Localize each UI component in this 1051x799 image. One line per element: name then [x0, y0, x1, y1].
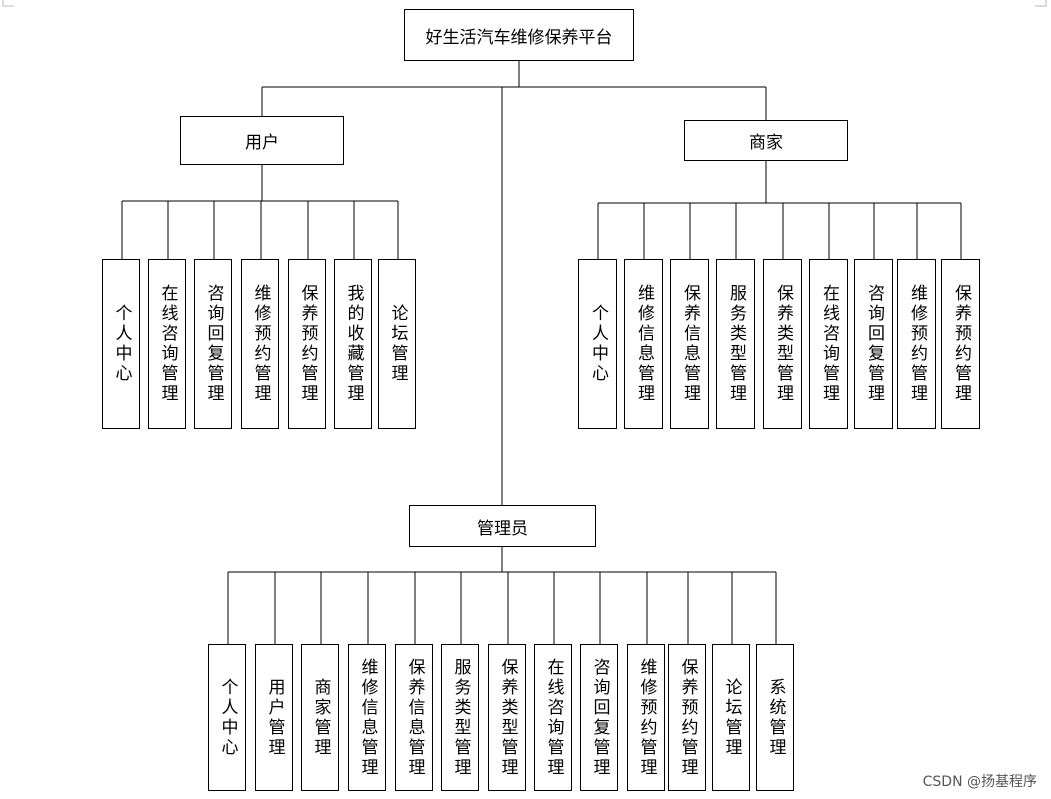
admin-child-node: 系统管理 [756, 644, 794, 791]
user-child-node: 维修预约管理 [241, 259, 279, 429]
admin-child-node: 个人中心 [208, 644, 246, 791]
watermark: CSDN @扬基程序 [922, 774, 1037, 790]
admin-child-node: 维修信息管理 [348, 644, 386, 791]
page-corner-mark-right [1035, 0, 1047, 7]
admin-child-node: 论坛管理 [712, 644, 750, 791]
merchant-child-node: 保养信息管理 [670, 259, 709, 429]
merchant-child-node: 个人中心 [578, 259, 617, 429]
root-node: 好生活汽车维修保养平台 [404, 9, 634, 61]
admin-child-node: 在线咨询管理 [534, 644, 572, 791]
admin-child-node: 用户管理 [255, 644, 293, 791]
merchant-child-node: 保养预约管理 [941, 259, 980, 429]
merchant-child-node: 咨询回复管理 [854, 259, 893, 429]
admin-child-node: 保养信息管理 [395, 644, 433, 791]
user-child-node: 保养预约管理 [288, 259, 326, 429]
admin-child-node: 保养预约管理 [668, 644, 706, 791]
user-child-node: 个人中心 [102, 259, 140, 429]
user-node: 用户 [180, 116, 344, 165]
user-child-node: 咨询回复管理 [194, 259, 232, 429]
admin-child-node: 保养类型管理 [488, 644, 526, 791]
merchant-child-node: 维修信息管理 [624, 259, 663, 429]
user-child-node: 论坛管理 [378, 259, 416, 429]
admin-child-node: 维修预约管理 [627, 644, 665, 791]
user-child-node: 在线咨询管理 [148, 259, 186, 429]
merchant-child-node: 保养类型管理 [763, 259, 802, 429]
admin-node: 管理员 [409, 505, 596, 547]
user-child-node: 我的收藏管理 [334, 259, 372, 429]
merchant-node: 商家 [684, 120, 848, 161]
merchant-child-node: 在线咨询管理 [809, 259, 848, 429]
merchant-child-node: 维修预约管理 [897, 259, 936, 429]
merchant-child-node: 服务类型管理 [716, 259, 755, 429]
admin-child-node: 商家管理 [301, 644, 339, 791]
page-corner-mark-left [2, 0, 14, 7]
admin-child-node: 服务类型管理 [441, 644, 479, 791]
admin-child-node: 咨询回复管理 [580, 644, 618, 791]
